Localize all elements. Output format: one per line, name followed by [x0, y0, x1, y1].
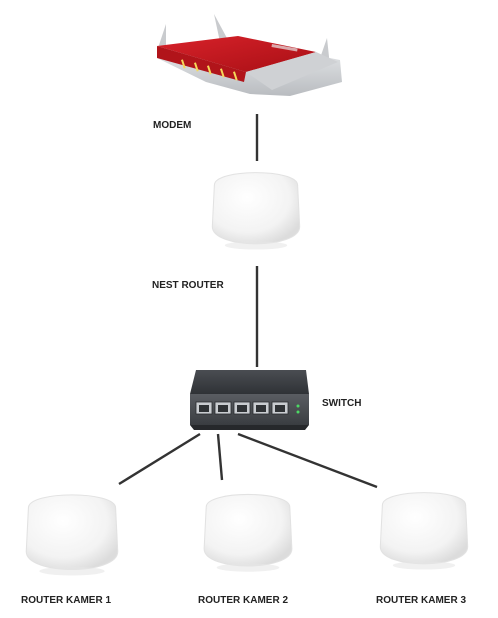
connector-lines	[118, 114, 378, 489]
switch-to-router-2-line	[216, 433, 224, 481]
network-switch-icon	[190, 370, 309, 430]
switch-label: SWITCH	[322, 398, 361, 409]
switch-to-router-1-line	[118, 432, 201, 486]
modem-icon	[157, 14, 342, 96]
mesh-router-icon	[25, 494, 119, 577]
mesh-router-icon	[379, 492, 469, 571]
router-kamer-2-label: ROUTER KAMER 2	[198, 595, 288, 606]
router-kamer-2-device	[203, 493, 293, 573]
router-kamer-1-device	[25, 494, 119, 577]
mesh-router-icon	[211, 172, 301, 251]
mesh-router-icon	[203, 493, 293, 573]
nest-router-label: NEST ROUTER	[152, 280, 224, 291]
nest-router-device	[211, 172, 301, 251]
router-kamer-3-device	[379, 492, 469, 571]
router-kamer-1-label: ROUTER KAMER 1	[21, 595, 111, 606]
router-kamer-3-label: ROUTER KAMER 3	[376, 595, 466, 606]
modem-label: MODEM	[153, 120, 191, 131]
switch-to-router-3-line	[237, 432, 378, 489]
